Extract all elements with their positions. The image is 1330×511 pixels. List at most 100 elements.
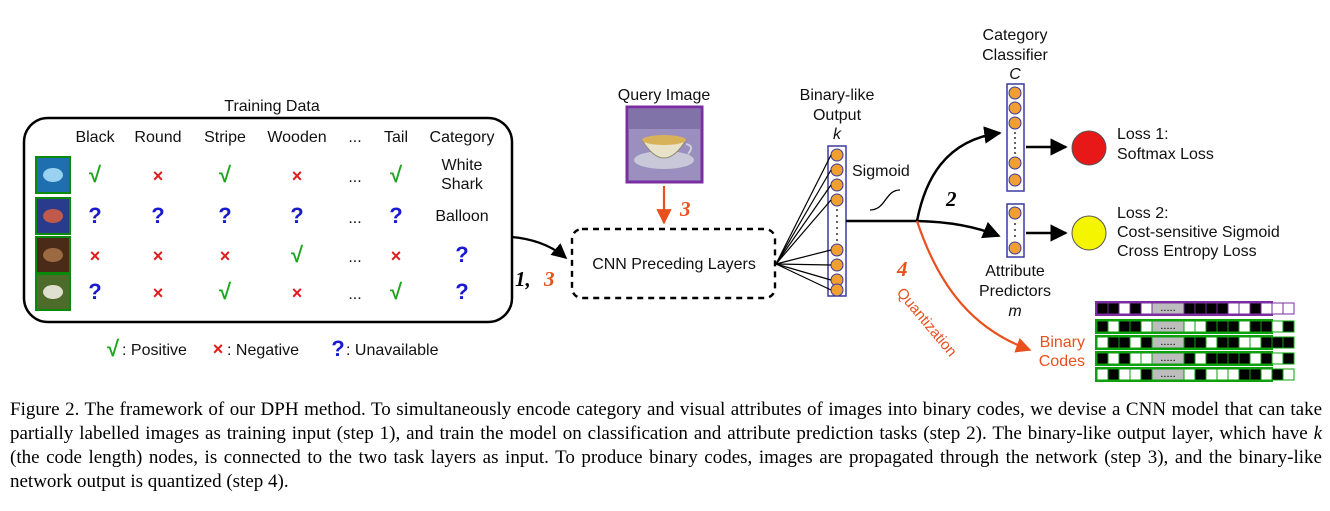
negative-mark: × (90, 246, 101, 266)
training-row: ×××√...×? (35, 236, 469, 274)
code-bit (1140, 302, 1153, 315)
code-bit (1216, 368, 1229, 381)
positive-mark: √ (291, 242, 304, 267)
positive-mark: √ (219, 162, 232, 187)
code-bit (1238, 336, 1251, 349)
loss2-line3: Cross Entropy Loss (1117, 243, 1257, 260)
code-bit (1140, 368, 1153, 381)
code-bit (1271, 302, 1284, 315)
code-bit (1107, 368, 1120, 381)
connection-line (775, 199, 832, 265)
node-ellipsis-dot (1014, 235, 1016, 237)
code-bit (1205, 352, 1218, 365)
loss2-line2: Cost-sensitive Sigmoid (1117, 224, 1280, 241)
positive-mark: √ (89, 162, 102, 187)
symbol-legend: √ : Positive × : Negative ? : Unavailabl… (107, 336, 439, 361)
code-bit (1260, 352, 1273, 365)
code-bit (1183, 320, 1196, 333)
ellipsis-cell: ... (348, 169, 361, 186)
node-ellipsis-dot (836, 215, 838, 217)
white-shark-photo (35, 156, 71, 194)
code-bit (1260, 302, 1273, 315)
code-bit (1205, 336, 1218, 349)
code-bit (1238, 320, 1251, 333)
connection-line (775, 263, 832, 266)
column-header: ... (348, 129, 361, 146)
training-row: ????...?Balloon (35, 197, 489, 235)
training-data-box (22, 116, 514, 324)
classifier-node (1008, 116, 1022, 130)
attribute-node (1008, 206, 1022, 220)
loss2-circle (1071, 215, 1107, 251)
code-bit (1140, 352, 1153, 365)
figure-caption: Figure 2. The framework of our DPH metho… (10, 398, 1322, 494)
training-to-cnn-arrow (511, 235, 568, 260)
code-bit (1118, 320, 1131, 333)
code-bit (1249, 336, 1262, 349)
negative-mark: × (292, 283, 303, 303)
column-header: Wooden (267, 129, 326, 146)
zebra-photo (35, 273, 71, 311)
classifier-node (1008, 173, 1022, 187)
code-bit (1271, 320, 1284, 333)
training-data-title: Training Data (224, 98, 320, 115)
code-bit (1205, 320, 1218, 333)
code-bit (1140, 320, 1153, 333)
unavailable-mark: ? (88, 203, 101, 228)
training-row: ?×√×...√? (35, 273, 469, 311)
unavailable-mark: ? (290, 203, 303, 228)
code-bit (1260, 336, 1273, 349)
code-bit (1118, 336, 1131, 349)
attribute-nodes (1008, 206, 1022, 255)
attributes-title-2: Predictors (979, 283, 1051, 300)
loss1-line1: Loss 1: (1117, 126, 1169, 143)
node-ellipsis-dot (1014, 142, 1016, 144)
code-bit (1282, 336, 1295, 349)
code-ellipsis: ..... (1160, 336, 1175, 348)
cnn-to-output-connections (775, 154, 832, 291)
binary-codes-line1: Binary (1040, 334, 1085, 351)
loss1-line2: Softmax Loss (1117, 146, 1214, 163)
connection-line (775, 263, 832, 281)
code-bit (1107, 302, 1120, 315)
output-node (830, 193, 844, 207)
unavailable-mark: ? (151, 203, 164, 228)
node-ellipsis-dot (1014, 223, 1016, 225)
code-bit (1096, 320, 1109, 333)
unavailable-mark: ? (88, 279, 101, 304)
connection-line (775, 184, 832, 265)
code-bit (1107, 320, 1120, 333)
attributes-symbol: m (1008, 303, 1021, 320)
code-bit (1096, 336, 1109, 349)
loss1-circle (1071, 130, 1107, 166)
classifier-node (1008, 86, 1022, 100)
code-ellipsis: ..... (1160, 320, 1175, 332)
code-bit (1183, 352, 1196, 365)
positive-mark: √ (390, 279, 403, 304)
cnn-label: CNN Preceding Layers (592, 256, 756, 273)
binary-codes-line2: Codes (1039, 353, 1085, 370)
node-ellipsis-dot (1014, 147, 1016, 149)
column-header: Black (75, 129, 115, 146)
negative-mark: × (153, 283, 164, 303)
legend-negative-label: : Negative (227, 342, 299, 359)
binary-output-k: k (833, 126, 842, 143)
code-bit (1129, 302, 1142, 315)
code-bit (1216, 320, 1229, 333)
code-ellipsis: ..... (1160, 352, 1175, 364)
classifier-symbol: C (1009, 66, 1021, 83)
connection-line (775, 263, 832, 291)
attribute-node (1008, 241, 1022, 255)
code-bit (1238, 368, 1251, 381)
code-ellipsis: ..... (1160, 302, 1175, 314)
connection-line (775, 249, 832, 265)
step-3-query: 3 (679, 197, 691, 221)
code-bit (1249, 302, 1262, 315)
output-node (830, 258, 844, 272)
classifier-nodes (1008, 86, 1022, 187)
binary-code-row: ..... (1095, 351, 1295, 366)
code-bit (1227, 336, 1240, 349)
output-node (830, 163, 844, 177)
connection-line (775, 154, 832, 265)
